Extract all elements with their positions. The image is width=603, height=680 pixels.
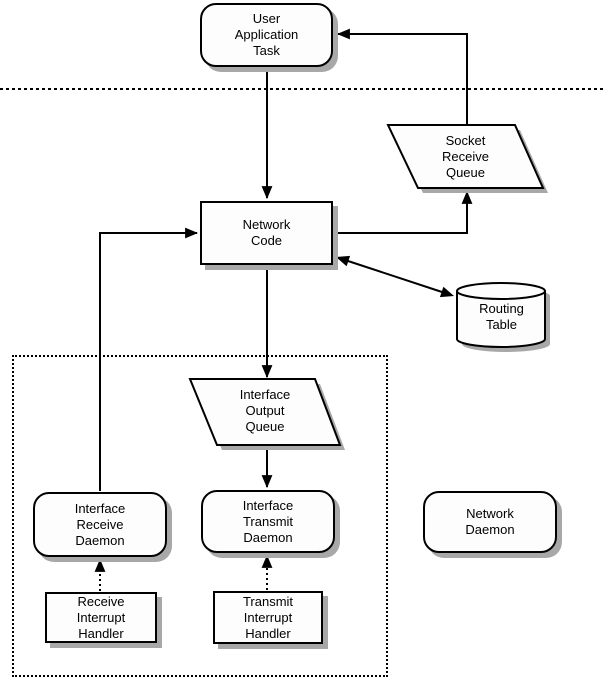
transmit-interrupt-handler-node: Transmit Interrupt Handler [213, 591, 323, 644]
user-application-task-label: User Application Task [234, 11, 299, 58]
socket-receive-queue-shape [386, 124, 545, 189]
user-kernel-separator-line [0, 88, 603, 90]
routing-table-shape [456, 282, 546, 348]
arrow-network-code-to-socket-receive-queue [334, 190, 473, 234]
arrow-network-code-routing-table-line [347, 260, 443, 293]
interface-receive-daemon-node: Interface Receive Daemon [33, 492, 167, 557]
interface-transmit-daemon-label: Interface Transmit Daemon [242, 497, 294, 545]
interface-transmit-daemon-node: Interface Transmit Daemon [201, 490, 335, 553]
arrow-interface-receive-daemon-to-network-code [99, 227, 199, 491]
interface-output-queue-shape [188, 378, 342, 446]
routing-table-top-ellipse [456, 290, 546, 300]
receive-interrupt-handler-node: Receive Interrupt Handler [45, 592, 157, 643]
interface-receive-daemon-label: Interface Receive Daemon [74, 500, 126, 548]
arrowhead-toward-network-code [336, 255, 351, 267]
network-daemon-node: Network Daemon [423, 491, 557, 553]
interface-layer-dotted-boundary [12, 355, 388, 677]
receive-interrupt-handler-label: Receive Interrupt Handler [76, 593, 126, 641]
arrow-socket-receive-queue-to-user-app [336, 28, 468, 125]
transmit-interrupt-handler-label: Transmit Interrupt Handler [242, 593, 294, 641]
user-application-task-node: User Application Task [200, 3, 333, 67]
network-code-node: Network Code [200, 201, 333, 265]
network-daemon-label: Network Daemon [465, 506, 515, 537]
arrowhead-toward-routing-table [439, 286, 454, 298]
network-code-label: Network Code [242, 217, 291, 248]
